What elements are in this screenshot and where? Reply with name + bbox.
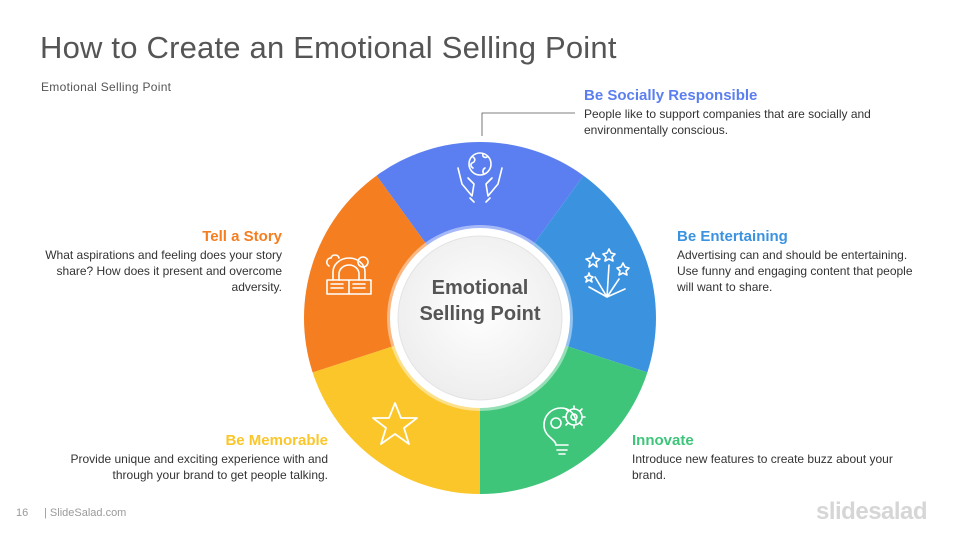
segment-be-entertaining xyxy=(532,175,656,373)
callout-title: Be Entertaining xyxy=(677,228,788,245)
lightbulb-gears-icon xyxy=(543,405,586,455)
callout-description: Advertising can and should be entertaini… xyxy=(677,248,913,294)
callout-description: Introduce new features to create buzz ab… xyxy=(632,452,893,482)
segment-be-socially-responsible xyxy=(376,142,584,246)
callout-memorable: Be Memorable Provide unique and exciting… xyxy=(48,432,328,483)
page-number: 16 xyxy=(16,507,29,519)
callout-title: Be Memorable xyxy=(225,432,328,449)
callout-innovate: Innovate Introduce new features to creat… xyxy=(632,432,912,483)
callout-description: Provide unique and exciting experience w… xyxy=(70,452,328,482)
callout-title: Innovate xyxy=(632,432,694,449)
callout-title: Tell a Story xyxy=(202,228,282,245)
brand-logo: slidesalad xyxy=(816,498,928,525)
callout-socially-responsible: Be Socially Responsible People like to s… xyxy=(584,87,914,138)
page-subtitle: Emotional Selling Point xyxy=(41,80,172,94)
callout-tell-a-story: Tell a Story What aspirations and feelin… xyxy=(42,228,282,295)
callout-title: Be Socially Responsible xyxy=(584,87,758,104)
callout-leader-line xyxy=(481,112,575,136)
page-title: How to Create an Emotional Selling Point xyxy=(40,30,617,65)
segment-be-memorable xyxy=(312,345,480,494)
callout-description: People like to support companies that ar… xyxy=(584,107,871,137)
fireworks-icon xyxy=(584,248,630,298)
star-icon xyxy=(372,402,418,445)
footer-site: | SlideSalad.com xyxy=(44,507,127,519)
segment-innovate xyxy=(480,345,648,494)
earth-in-hands-icon xyxy=(457,152,503,203)
center-label: Emotional Selling Point xyxy=(419,277,541,325)
center-circle xyxy=(397,235,563,401)
callout-entertaining: Be Entertaining Advertising can and shou… xyxy=(677,228,917,295)
storybook-icon xyxy=(326,254,372,295)
callout-description: What aspirations and feeling does your s… xyxy=(45,248,282,294)
